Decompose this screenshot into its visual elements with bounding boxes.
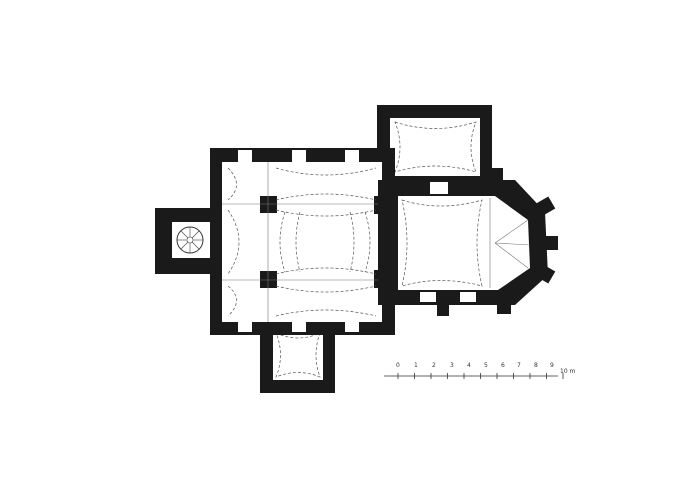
scale-tick-label: 1: [414, 362, 418, 369]
scale-tick-label: 7: [517, 362, 521, 369]
scale-tick-label: 10 m: [560, 368, 576, 375]
north-chapel: [377, 105, 492, 185]
scale-bar: [384, 373, 564, 379]
nave: [210, 148, 396, 335]
west-stair-tower: [155, 208, 213, 274]
scale-tick-label: 0: [396, 362, 400, 369]
scale-tick-label: 5: [484, 362, 488, 369]
scale-tick-label: 4: [467, 362, 471, 369]
apse-buttresses: [437, 168, 558, 316]
scale-tick-label: 6: [501, 362, 505, 369]
spiral-stair-icon: [177, 227, 203, 253]
scale-tick-label: 2: [432, 362, 436, 369]
chancel: [378, 168, 558, 316]
nave-vaulting: [222, 162, 382, 322]
scale-tick-label: 9: [550, 362, 554, 369]
nave-wall-niches: [238, 150, 359, 332]
scale-tick-label: 3: [450, 362, 454, 369]
scale-tick-label: 8: [534, 362, 538, 369]
